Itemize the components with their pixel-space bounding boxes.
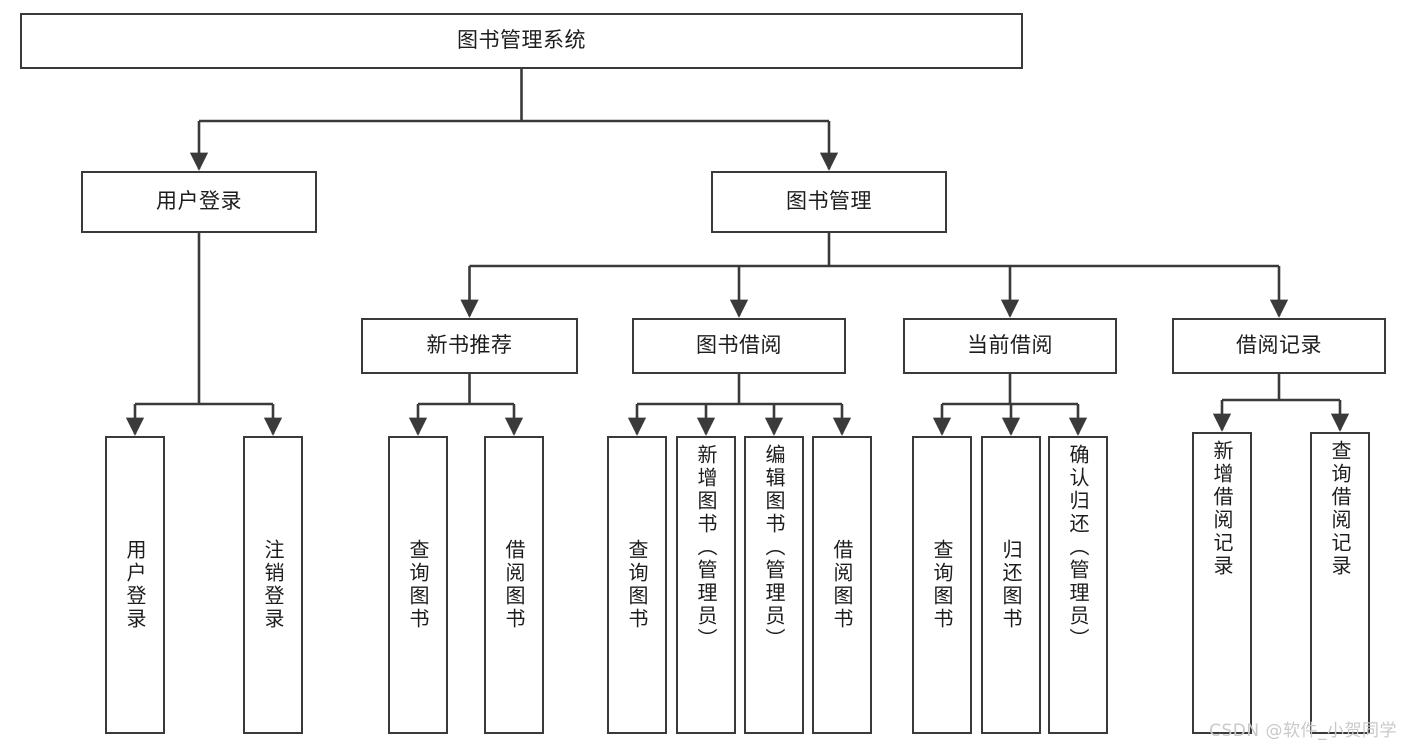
node-new-book-recommend[interactable]: 新书推荐: [361, 318, 578, 374]
node-leaf-edit-book-admin-label: 编辑图书（管理员）: [762, 444, 786, 651]
node-root[interactable]: 图书管理系统: [20, 13, 1023, 69]
node-leaf-user-login[interactable]: 用户登录: [105, 436, 165, 734]
node-leaf-query-book-1-label: 查询图书: [406, 539, 430, 631]
node-book-borrow[interactable]: 图书借阅: [632, 318, 846, 374]
node-leaf-user-logout[interactable]: 注销登录: [243, 436, 303, 734]
node-leaf-add-borrow-record-label: 新增借阅记录: [1210, 440, 1234, 578]
node-leaf-query-book-3[interactable]: 查询图书: [912, 436, 972, 734]
node-current-borrow-label: 当前借阅: [967, 333, 1053, 358]
node-new-book-recommend-label: 新书推荐: [426, 333, 513, 358]
node-leaf-edit-book-admin[interactable]: 编辑图书（管理员）: [744, 436, 804, 734]
node-leaf-add-book-admin[interactable]: 新增图书（管理员）: [676, 436, 736, 734]
node-root-label: 图书管理系统: [457, 28, 586, 53]
node-leaf-add-borrow-record[interactable]: 新增借阅记录: [1192, 432, 1252, 734]
node-book-manage[interactable]: 图书管理: [711, 171, 947, 233]
node-leaf-borrow-book-2-label: 借阅图书: [830, 539, 854, 631]
node-user-login-label: 用户登录: [156, 189, 242, 214]
node-current-borrow[interactable]: 当前借阅: [903, 318, 1117, 374]
node-leaf-query-book-2[interactable]: 查询图书: [607, 436, 667, 734]
node-leaf-query-book-2-label: 查询图书: [625, 539, 649, 631]
node-leaf-borrow-book-1-label: 借阅图书: [502, 539, 526, 631]
node-leaf-return-book-label: 归还图书: [999, 539, 1023, 631]
node-borrow-record[interactable]: 借阅记录: [1172, 318, 1386, 374]
node-leaf-query-borrow-record-label: 查询借阅记录: [1328, 440, 1352, 578]
node-leaf-query-borrow-record[interactable]: 查询借阅记录: [1310, 432, 1370, 734]
node-borrow-record-label: 借阅记录: [1236, 333, 1322, 358]
node-leaf-return-book[interactable]: 归还图书: [981, 436, 1041, 734]
node-leaf-borrow-book-2[interactable]: 借阅图书: [812, 436, 872, 734]
node-leaf-add-book-admin-label: 新增图书（管理员）: [694, 444, 718, 651]
watermark: CSDN @软件_小贺同学: [1209, 721, 1397, 741]
node-leaf-query-book-3-label: 查询图书: [930, 539, 954, 631]
node-leaf-confirm-return-admin[interactable]: 确认归还（管理员）: [1048, 436, 1108, 734]
node-leaf-user-logout-label: 注销登录: [261, 539, 285, 631]
node-leaf-borrow-book-1[interactable]: 借阅图书: [484, 436, 544, 734]
node-leaf-confirm-return-admin-label: 确认归还（管理员）: [1066, 444, 1090, 651]
node-book-manage-label: 图书管理: [786, 189, 872, 214]
node-user-login[interactable]: 用户登录: [81, 171, 317, 233]
node-leaf-query-book-1[interactable]: 查询图书: [388, 436, 448, 734]
node-leaf-user-login-label: 用户登录: [123, 539, 147, 631]
node-book-borrow-label: 图书借阅: [696, 333, 782, 358]
